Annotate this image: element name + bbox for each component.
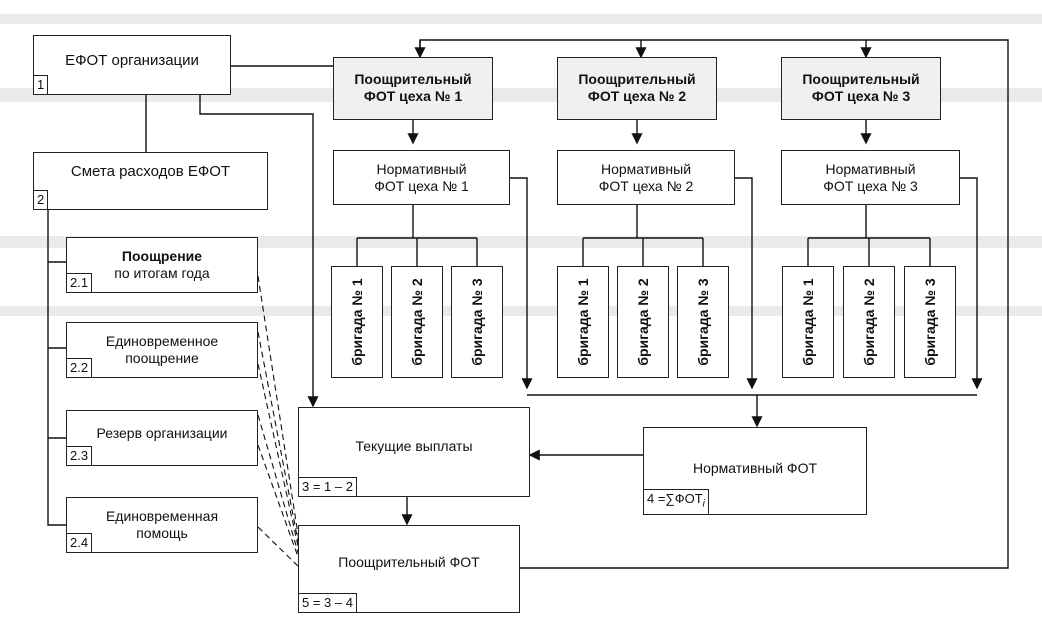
efot-organization-number: 1 (33, 75, 49, 95)
efot-organization-box: ЕФОТ организации 1 (33, 35, 231, 95)
efot-estimate-box: Смета расходов ЕФОТ 2 (33, 152, 268, 210)
workshop-3-brigade-3: бригада № 3 (904, 266, 956, 378)
normative-workshop-1: Нормативный ФОТ цеха № 1 (333, 150, 510, 205)
item-year-bonus-number: 2.1 (66, 273, 93, 293)
workshop-1-brigade-1: бригада № 1 (331, 266, 383, 378)
incentive-workshop-1: Поощрительный ФОТ цеха № 1 (333, 57, 493, 120)
normative-workshop-1-line1: Нормативный (376, 161, 467, 177)
workshop-3-brigade-3-label: бригада № 3 (922, 278, 938, 366)
normative-workshop-2-line1: Нормативный (600, 161, 692, 177)
item-one-time-aid-number: 2.4 (66, 533, 93, 553)
incentive-fot-formula: 5 = 3 – 4 (298, 593, 357, 613)
normative-workshop-1-line2: ФОТ цеха № 1 (374, 178, 469, 194)
efot-estimate-title: Смета расходов ЕФОТ (70, 163, 231, 180)
workshop-2-brigade-3-label: бригада № 3 (695, 278, 711, 366)
item-org-reserve: Резерв организации 2.3 (66, 410, 258, 466)
incentive-workshop-3-line2: ФОТ цеха № 3 (811, 88, 911, 104)
workshop-2-brigade-2-label: бригада № 2 (635, 278, 651, 366)
efot-organization-title: ЕФОТ организации (65, 52, 199, 69)
workshop-3-brigade-1: бригада № 1 (782, 266, 834, 378)
item-one-time-bonus: Единовременное поощрение 2.2 (66, 322, 258, 378)
item-year-bonus-line2: по итогам года (114, 265, 210, 281)
incentive-workshop-2-line1: Поощрительный (578, 71, 696, 87)
normative-fot-box: Нормативный ФОТ 4 =∑ФОТi (643, 427, 867, 515)
workshop-3-brigade-2-label: бригада № 2 (861, 278, 877, 366)
normative-fot-formula: 4 =∑ФОТi (643, 489, 709, 515)
incentive-workshop-2-line2: ФОТ цеха № 2 (587, 88, 687, 104)
incentive-workshop-1-line1: Поощрительный (354, 71, 472, 87)
efot-estimate-number: 2 (33, 190, 49, 210)
incentive-fot-title: Поощрительный ФОТ (338, 554, 480, 570)
workshop-1-brigade-3-label: бригада № 3 (469, 278, 485, 366)
workshop-1-brigade-3: бригада № 3 (451, 266, 503, 378)
item-one-time-bonus-number: 2.2 (66, 358, 93, 378)
incentive-workshop-3: Поощрительный ФОТ цеха № 3 (781, 57, 941, 120)
normative-workshop-3: Нормативный ФОТ цеха № 3 (781, 150, 960, 205)
incentive-fot-box: Поощрительный ФОТ 5 = 3 – 4 (298, 525, 520, 613)
workshop-2-brigade-1-label: бригада № 1 (575, 278, 591, 366)
item-org-reserve-line1: Резерв организации (96, 425, 228, 441)
normative-fot-title: Нормативный ФОТ (692, 460, 818, 476)
scan-band-lower (0, 306, 1042, 316)
item-one-time-aid-line1: Единовременная (105, 508, 219, 524)
item-year-bonus: Поощрение по итогам года 2.1 (66, 237, 258, 293)
scan-band-middle (0, 236, 1042, 248)
incentive-workshop-2: Поощрительный ФОТ цеха № 2 (557, 57, 717, 120)
normative-fot-formula-sub: i (702, 499, 705, 510)
normative-workshop-3-line1: Нормативный (825, 161, 916, 177)
workshop-2-brigade-3: бригада № 3 (677, 266, 729, 378)
workshop-1-brigade-2-label: бригада № 2 (409, 278, 425, 366)
item-one-time-bonus-line2: поощрение (125, 350, 199, 366)
item-org-reserve-number: 2.3 (66, 446, 93, 466)
workshop-2-brigade-1: бригада № 1 (557, 266, 609, 378)
item-one-time-bonus-line1: Единовременное (105, 333, 219, 349)
item-year-bonus-line1: Поощрение (121, 248, 203, 264)
workshop-3-brigade-2: бригада № 2 (843, 266, 895, 378)
workshop-2-brigade-2: бригада № 2 (617, 266, 669, 378)
workshop-3-brigade-1-label: бригада № 1 (800, 278, 816, 366)
normative-fot-formula-text: 4 =∑ФОТ (647, 491, 703, 507)
normative-workshop-3-line2: ФОТ цеха № 3 (823, 178, 918, 194)
workshop-1-brigade-2: бригада № 2 (391, 266, 443, 378)
incentive-workshop-1-line2: ФОТ цеха № 1 (363, 88, 463, 104)
current-payments-formula: 3 = 1 – 2 (298, 477, 357, 497)
normative-workshop-2-line2: ФОТ цеха № 2 (598, 178, 694, 194)
normative-workshop-2: Нормативный ФОТ цеха № 2 (557, 150, 735, 205)
current-payments-title: Текущие выплаты (355, 438, 473, 454)
workshop-1-brigade-1-label: бригада № 1 (349, 278, 365, 366)
scan-band-top (0, 14, 1042, 24)
item-one-time-aid: Единовременная помощь 2.4 (66, 497, 258, 553)
incentive-workshop-3-line1: Поощрительный (802, 71, 920, 87)
current-payments-box: Текущие выплаты 3 = 1 – 2 (298, 407, 530, 497)
item-one-time-aid-line2: помощь (136, 525, 188, 541)
